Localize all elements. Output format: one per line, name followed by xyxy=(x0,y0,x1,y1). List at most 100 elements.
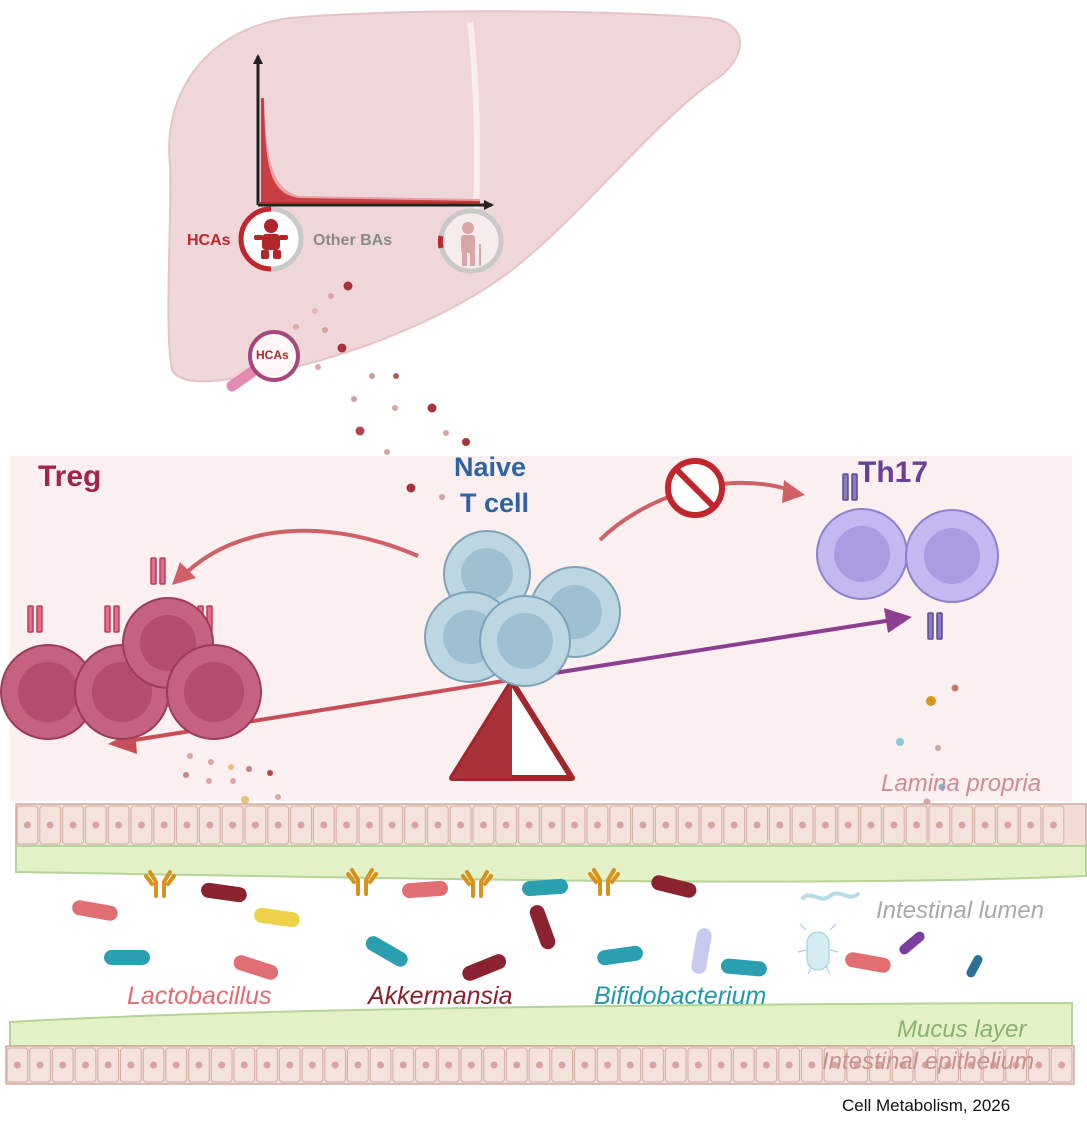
bile-acid-particles xyxy=(293,281,470,500)
bacterium xyxy=(104,950,150,965)
epithelial-cell xyxy=(97,1047,120,1083)
epithelial-cell xyxy=(982,1047,1005,1083)
epithelial-cell xyxy=(574,1047,596,1083)
hca-age-chart xyxy=(253,54,494,210)
epithelial-cell xyxy=(120,1047,142,1083)
upper-mucus-band xyxy=(15,845,1087,883)
lower-mucus-band xyxy=(9,1001,1073,1047)
epithelial-cell xyxy=(755,1047,778,1083)
epithelial-cell xyxy=(619,1047,642,1083)
epithelial-cell xyxy=(84,805,107,845)
epithelial-cell xyxy=(176,805,198,845)
epithelial-cell xyxy=(369,1047,392,1083)
epithelial-cell xyxy=(267,805,290,845)
epithelial-cell xyxy=(664,1047,687,1083)
treg-cell xyxy=(166,644,262,740)
lower-epithelium xyxy=(5,1045,1075,1085)
epithelial-cell xyxy=(39,805,62,845)
epithelial-cell xyxy=(974,805,996,845)
epithelial-cell xyxy=(586,805,609,845)
th17-receptors xyxy=(842,473,943,640)
epithelial-cell xyxy=(358,805,381,845)
infant-badge xyxy=(238,206,304,272)
antibodies xyxy=(144,868,620,898)
epithelial-cell xyxy=(244,805,267,845)
bacterium xyxy=(233,955,279,980)
epithelial-cell xyxy=(596,1047,619,1083)
elderly-icon xyxy=(461,222,481,266)
bacterium xyxy=(462,954,507,981)
epithelial-cell xyxy=(130,805,153,845)
bacterium xyxy=(651,875,697,898)
bifidobacterium-label: Bifidobacterium xyxy=(594,982,767,1010)
magnifier-icon xyxy=(226,330,300,392)
bacteria xyxy=(72,875,983,981)
spiral-bacterium xyxy=(801,891,860,901)
epithelial-cell xyxy=(860,805,882,845)
epithelial-cell xyxy=(528,1047,551,1083)
epithelial-cell xyxy=(746,805,768,845)
th17-cells xyxy=(816,473,999,640)
naive-title-line2: T cell xyxy=(460,488,530,518)
epithelial-cell xyxy=(814,805,837,845)
lamina-propria-label: Lamina propria xyxy=(881,770,1042,797)
epithelial-cell xyxy=(654,805,677,845)
epithelial-cell xyxy=(449,805,472,845)
prohibited-icon xyxy=(665,458,725,518)
epithelial-cell xyxy=(951,805,974,845)
naive-t-cell xyxy=(479,595,571,687)
epithelial-cell xyxy=(882,805,905,845)
epithelial-cell xyxy=(632,805,654,845)
epithelial-cell xyxy=(74,1047,97,1083)
epithelial-cell xyxy=(301,1047,324,1083)
antibody-icon xyxy=(461,870,493,898)
epithelial-cell xyxy=(563,805,586,845)
epithelial-cell xyxy=(312,805,335,845)
bacterium xyxy=(529,905,556,950)
th17-title: Th17 xyxy=(858,456,929,489)
other-bas-axis-label: Other BAs xyxy=(313,232,393,249)
seesaw-fulcrum xyxy=(449,679,575,781)
epithelial-cell xyxy=(188,1047,210,1083)
akkermansia-label: Akkermansia xyxy=(368,982,513,1010)
hcas-area xyxy=(261,98,480,203)
epithelial-cell xyxy=(437,1047,460,1083)
infant-icon xyxy=(254,219,288,259)
elderly-badge xyxy=(437,208,504,274)
epithelial-cell xyxy=(29,1047,51,1083)
epithelial-cell xyxy=(290,805,312,845)
epithelial-cell xyxy=(687,1047,710,1083)
epithelial-cell xyxy=(381,805,404,845)
bacterium xyxy=(522,878,568,897)
epithelial-cell xyxy=(221,805,244,845)
antibody-icon xyxy=(346,868,378,896)
epithelial-cell xyxy=(801,1047,823,1083)
epithelial-cell xyxy=(335,805,358,845)
magnifier-label: HCAs xyxy=(256,348,289,362)
citation-text: Cell Metabolism, 2026 xyxy=(842,1096,1011,1115)
epithelial-cell xyxy=(551,1047,573,1083)
epithelial-cell xyxy=(677,805,700,845)
epithelial-cell xyxy=(198,805,221,845)
epithelial-cell xyxy=(347,1047,369,1083)
th17-cell xyxy=(905,509,999,603)
epithelial-cell xyxy=(959,1047,982,1083)
epithelial-cell xyxy=(518,805,540,845)
bacterium xyxy=(201,882,247,903)
liver xyxy=(167,10,741,383)
epithelial-cell xyxy=(732,1047,755,1083)
antibody-icon xyxy=(588,868,620,896)
epithelial-cell xyxy=(495,805,518,845)
epithelial-cell xyxy=(928,805,951,845)
epithelial-cell xyxy=(233,1047,256,1083)
epithelial-cell xyxy=(62,805,84,845)
bacterium xyxy=(691,928,712,974)
epithelial-cell xyxy=(700,805,723,845)
epithelial-cell xyxy=(1042,805,1065,845)
treg-title: Treg xyxy=(38,460,102,493)
epithelial-cell xyxy=(768,805,791,845)
epithelial-cell xyxy=(905,805,928,845)
epithelial-cell xyxy=(609,805,632,845)
epithelial-cell xyxy=(483,1047,505,1083)
